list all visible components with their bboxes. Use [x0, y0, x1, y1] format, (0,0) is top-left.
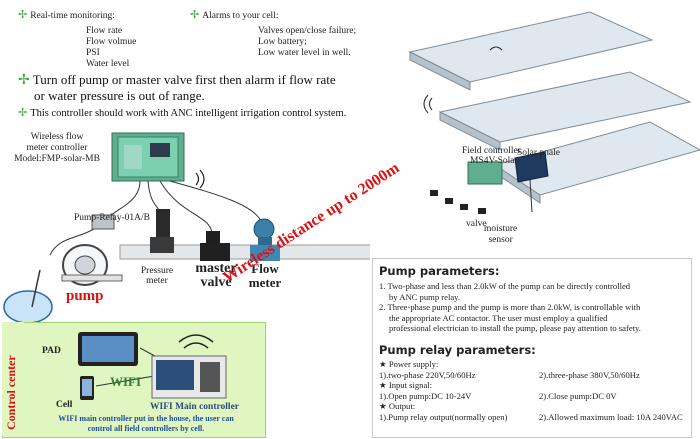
irrigation-diagram	[3, 132, 370, 324]
wifi-signal-icon	[423, 46, 503, 114]
field-controller-model: MS4V-Solar	[470, 156, 518, 166]
solar-panel	[514, 151, 549, 213]
wifi-label: WIFI	[110, 374, 142, 389]
monitoring-list: Flow rate Flow volmue PSI Water level	[86, 26, 136, 70]
relay-label: Pump-Relay-01A/B	[74, 213, 150, 223]
label-line: sensor	[488, 235, 513, 245]
alarms-section: ✢Alarms to your cell:	[190, 9, 278, 22]
notice-line-1: Turn off pump or master valve first then…	[32, 72, 336, 87]
monitoring-item: Flow rate	[86, 26, 123, 36]
label-line: Flow	[251, 261, 279, 276]
notice-line-3: This controller should work with ANC int…	[30, 108, 347, 119]
greenhouse	[408, 11, 654, 91]
param-line: by ANC pump relay.	[389, 291, 461, 302]
valve-group	[430, 190, 486, 214]
valve-label: valve	[466, 219, 487, 229]
label-line: meter	[146, 276, 168, 286]
pump-params-text: 1. Two-phase and less than 2.0kW of the …	[379, 281, 687, 334]
pump-unit	[61, 244, 123, 286]
flow-meter	[250, 218, 280, 261]
param-line: ★ Input signal:	[379, 380, 433, 390]
wifi-main-controller-icon	[151, 355, 227, 399]
label-line: master	[195, 261, 237, 276]
label-line: Model:FMP-solar-MB	[14, 154, 100, 164]
pump-relay	[91, 214, 115, 230]
meter-controller-box	[111, 132, 185, 182]
monitoring-section: ✢Real-time monitoring:	[18, 9, 115, 22]
label-line: meter	[248, 275, 282, 290]
relay-params-heading: Pump relay parameters:	[379, 343, 536, 357]
wifi-signal-icon	[195, 169, 205, 189]
param-line: ★ Power supply:	[379, 359, 439, 369]
label-line: Pressure	[140, 266, 174, 276]
clover-icon: ✢	[18, 106, 28, 119]
pump-label: pump	[66, 288, 104, 304]
master-valve	[200, 231, 230, 261]
alarm-item: Low water level in well.	[258, 48, 351, 58]
control-center-note: WIFI main controller put in the house, t…	[30, 414, 262, 434]
meter-controller-label: Wireless flow meter controller Model:FMP…	[12, 132, 102, 165]
param-line: 2).Close pump:DC 0V	[539, 390, 617, 401]
control-center-diagram	[78, 332, 227, 400]
control-center-title-text: Control center	[4, 355, 18, 430]
note-line: WIFI main controller put in the house, t…	[58, 414, 234, 423]
clover-icon: ✢	[18, 8, 28, 21]
param-line: 2).three-phase 380V,50/60Hz	[539, 369, 640, 380]
label-line: Wireless flow	[30, 132, 84, 142]
greenhouse	[438, 71, 692, 151]
wifi-signal-icon	[178, 334, 214, 349]
monitoring-item: PSI	[86, 48, 100, 58]
alarms-list: Valves open/close failure; Low battery; …	[258, 26, 356, 59]
relay-params-text: ★ Power supply: 1).two-phase 220V,50/60H…	[379, 359, 687, 422]
clover-icon: ✢	[190, 8, 200, 21]
water-well	[3, 269, 53, 324]
param-line: 2. Three-phase pump and the pump is more…	[379, 302, 641, 312]
label-line: meter controller	[26, 143, 88, 153]
param-line: ★ Output:	[379, 401, 416, 411]
cell-label: Cell	[56, 400, 73, 410]
control-center-title: Control center	[2, 322, 24, 436]
pump-params-heading: Pump parameters:	[379, 264, 500, 278]
alarm-item: Low battery;	[258, 37, 307, 47]
phone-icon	[80, 376, 94, 400]
field-diagram	[408, 11, 700, 214]
notice-line-2: or water pressure is out of range.	[34, 88, 205, 103]
system-notice: ✢This controller should work with ANC in…	[18, 106, 418, 119]
param-line: the appropriate AC contactor. The user m…	[389, 312, 608, 323]
param-line: 1).Pump relay output(normally open)	[379, 411, 508, 422]
param-line: 1).Open pump:DC 10-24V	[379, 390, 472, 401]
note-line: control all field controllers by cell.	[87, 424, 205, 433]
pressure-meter-label: Pressure meter	[132, 266, 182, 286]
pad-label: PAD	[42, 346, 61, 356]
param-line: 2).Allowed maximum load: 10A 240VAC	[539, 411, 683, 422]
solar-panel-label: Solar pnale	[517, 148, 561, 158]
tablet-icon	[78, 332, 138, 366]
clover-icon: ✢	[18, 72, 30, 88]
monitoring-item: Water level	[86, 59, 130, 69]
flow-meter-label: Flow meter	[240, 262, 290, 290]
pressure-meter	[150, 209, 174, 253]
alarm-item: Valves open/close failure;	[258, 26, 357, 36]
main-controller-label: WIFI Main controller	[150, 402, 240, 412]
label-line: moisture	[484, 224, 518, 234]
param-line: professional electrician to install the …	[389, 323, 641, 333]
moisture-sensor-label: moisture sensor	[484, 224, 517, 246]
param-line: 1. Two-phase and less than 2.0kW of the …	[379, 281, 631, 291]
field-controller-box	[467, 161, 503, 185]
label-line: valve	[200, 275, 232, 290]
master-valve-label: master valve	[188, 262, 244, 290]
field-controller-label: Field controller	[462, 146, 521, 156]
monitoring-title: Real-time monitoring:	[30, 11, 115, 21]
monitoring-item: Flow volmue	[86, 37, 137, 47]
param-line: 1).two-phase 220V,50/60Hz	[379, 369, 476, 380]
alarm-notice: ✢ Turn off pump or master valve first th…	[18, 72, 378, 103]
alarms-title: Alarms to your cell:	[202, 11, 279, 21]
pump-parameters-panel: Pump parameters: 1. Two-phase and less t…	[372, 258, 692, 438]
